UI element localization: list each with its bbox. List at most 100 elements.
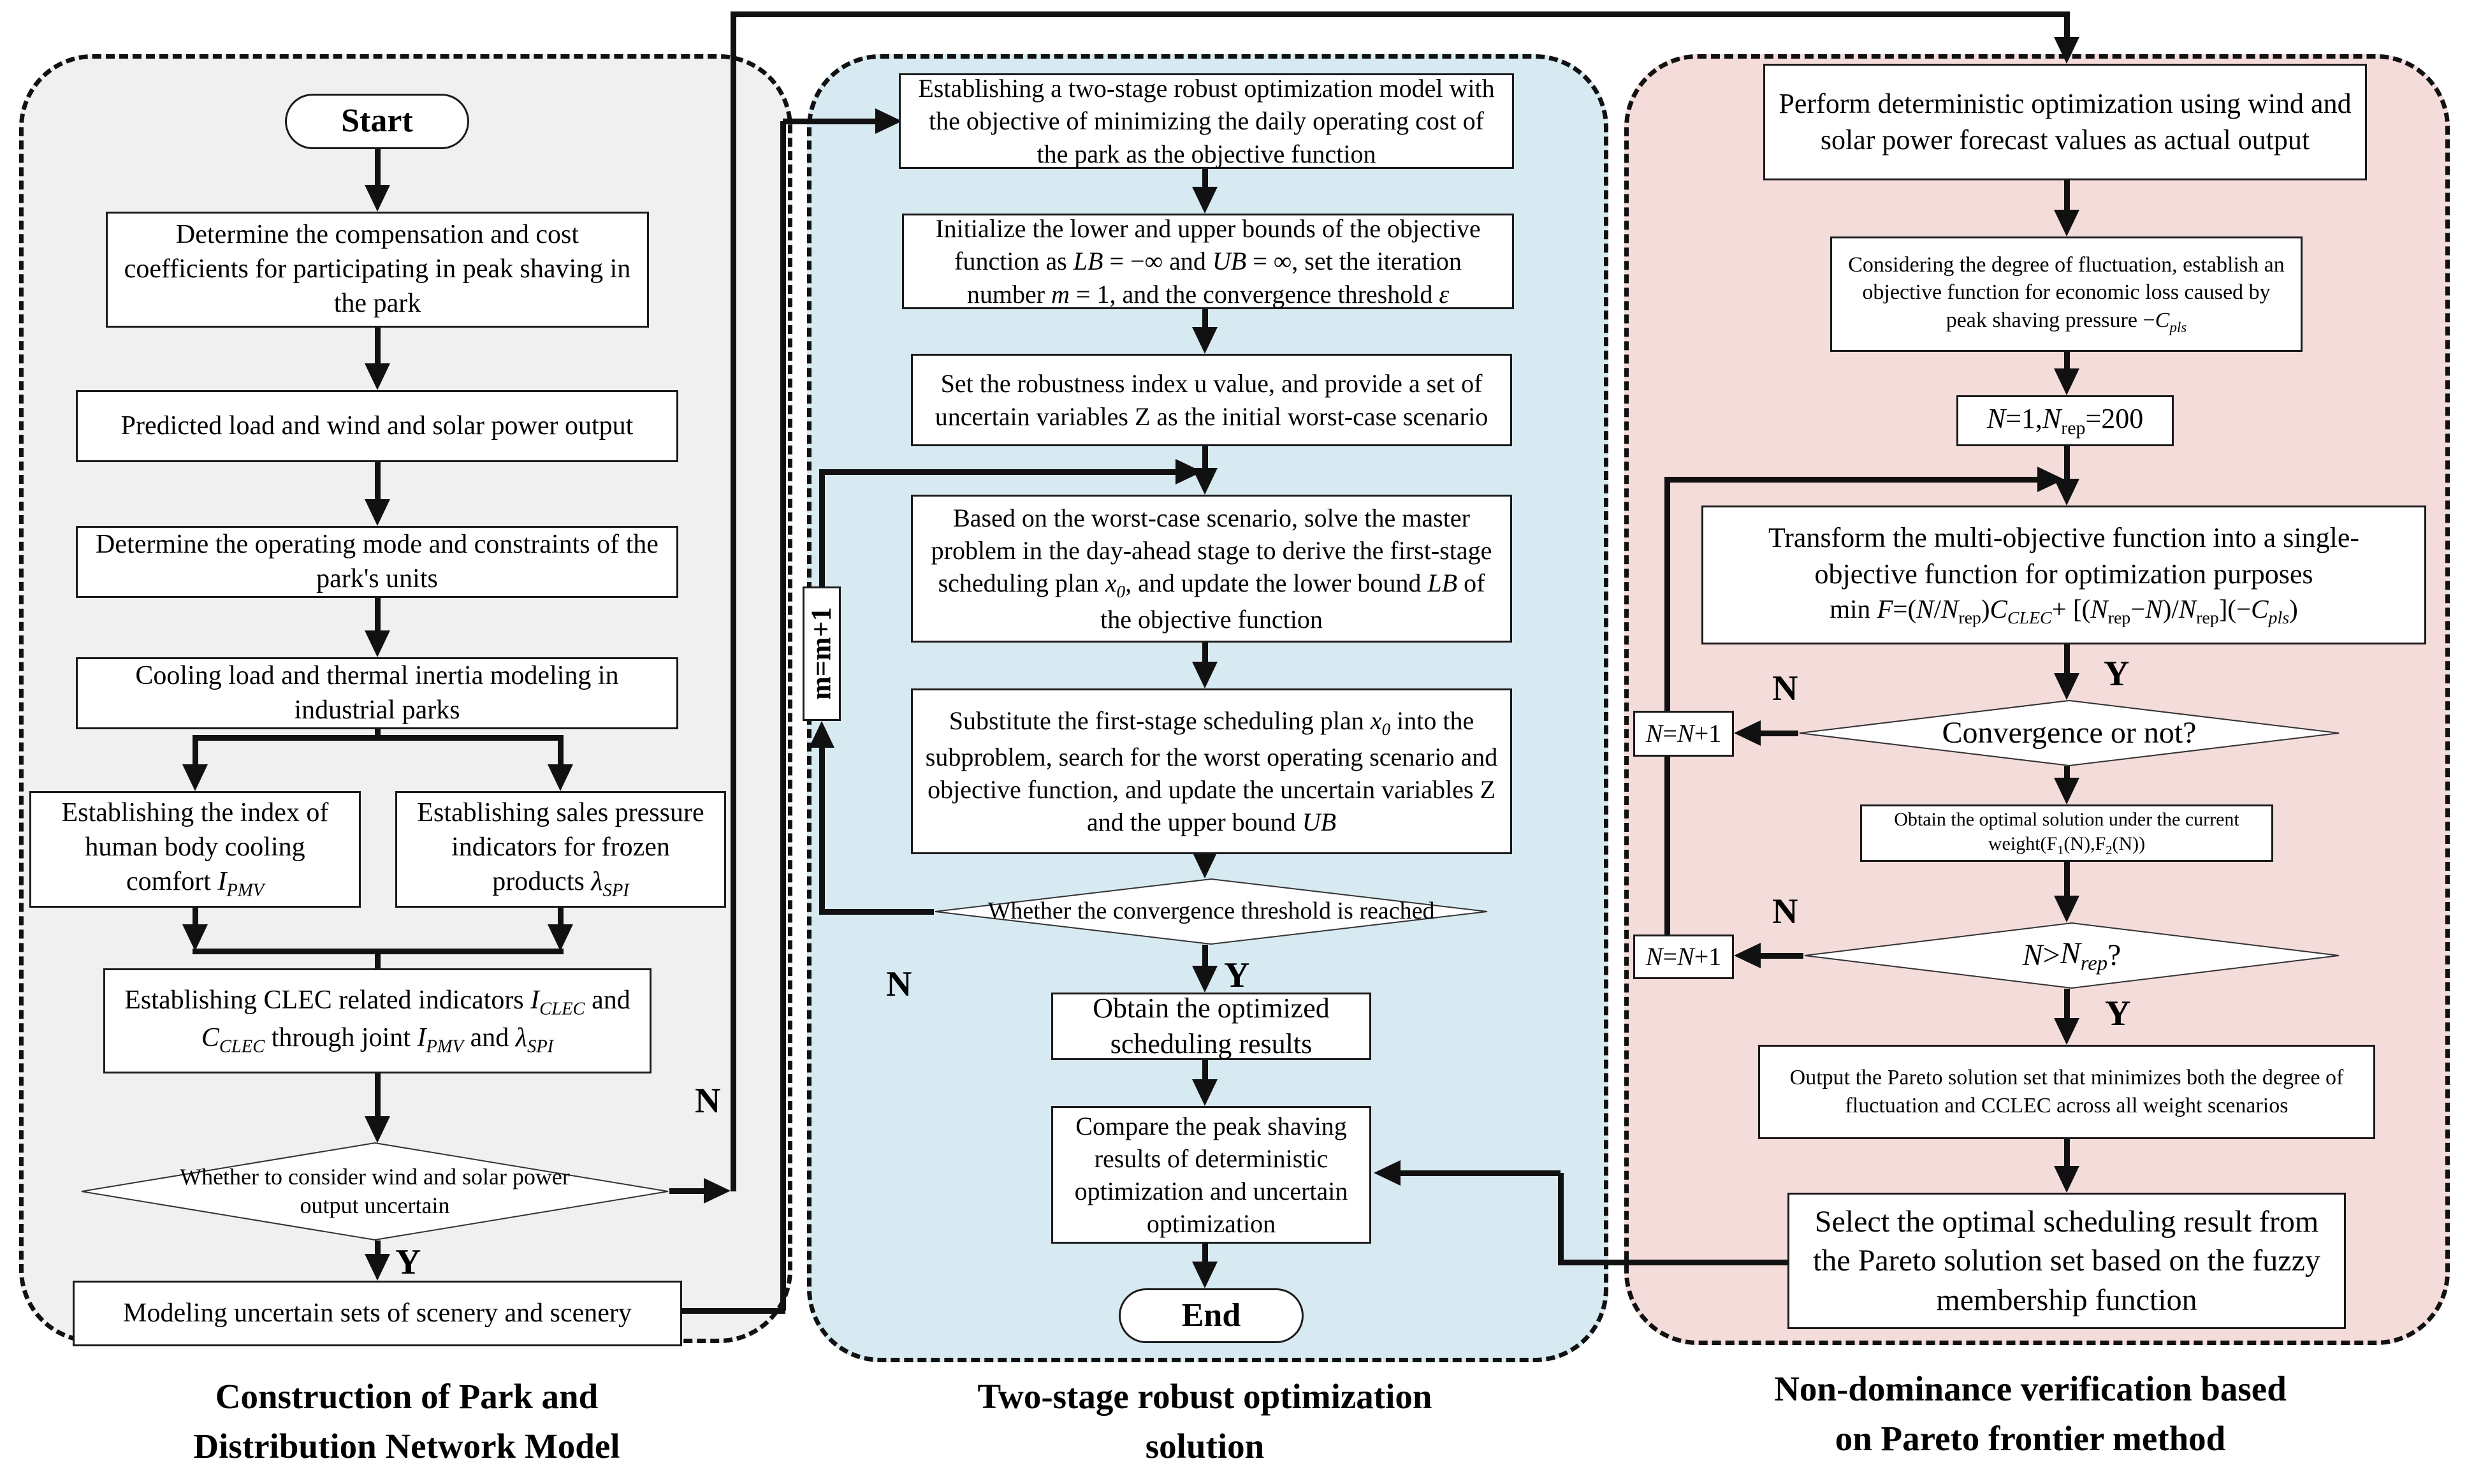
increment-n-box-2: N=N+1 [1633, 935, 1734, 979]
title-line: solution [1145, 1427, 1265, 1466]
flow-line [375, 149, 381, 187]
flow-line [193, 735, 198, 766]
flow-line [2064, 446, 2070, 481]
step-text: Establishing a two-stage robust optimiza… [918, 74, 1495, 168]
flow-line [375, 598, 381, 633]
loop-counter-label: m=m+1 [805, 607, 837, 701]
step-pmv-index: Establishing the index of human body coo… [29, 791, 361, 908]
flow-line [2064, 11, 2070, 40]
arrowhead-down [548, 764, 573, 791]
flow-line [1202, 446, 1208, 469]
arrowhead-down [365, 1254, 390, 1281]
step-robust-model: Establishing a two-stage robust optimiza… [899, 73, 1514, 169]
step-optimized-results: Obtain the optimized scheduling results [1051, 993, 1371, 1060]
branch-yes-label: Y [1224, 956, 1250, 995]
title-line: Non-dominance verification based [1774, 1369, 2287, 1408]
step-text-line: Transform the multi-objective function i… [1768, 522, 2360, 554]
flow-line [1202, 169, 1208, 187]
step-text: Modeling uncertain sets of scenery and s… [123, 1298, 632, 1328]
flow-line [731, 11, 2070, 17]
arrowhead-down [1192, 187, 1218, 214]
arrowhead-down [1192, 966, 1218, 993]
arrowhead-right [704, 1178, 731, 1204]
flow-line [2064, 1139, 2070, 1167]
arrowhead-down [2054, 210, 2079, 236]
increment-label: N=N+1 [1645, 719, 1722, 748]
increment-n-box-1: N=N+1 [1633, 711, 1734, 757]
step-text: Cooling load and thermal inertia modelin… [135, 660, 619, 725]
flow-line [1664, 757, 1670, 935]
flow-line [375, 328, 381, 365]
step-deterministic-optimization: Perform deterministic optimization using… [1763, 64, 2367, 180]
decision-consider-uncertainty: Whether to consider wind and solar power… [80, 1142, 669, 1240]
step-predicted-load: Predicted load and wind and solar power … [76, 390, 678, 462]
flow-line [558, 908, 564, 926]
decision-text: Whether to consider wind and solar power… [180, 1164, 570, 1218]
flow-line [1202, 1060, 1208, 1080]
arrowhead-down [365, 499, 390, 526]
step-text: Perform deterministic optimization using… [1779, 88, 2352, 156]
flow-line [375, 462, 381, 500]
step-text: Set the robustness index u value, and pr… [935, 369, 1488, 431]
step-output-pareto-set: Output the Pareto solution set that mini… [1758, 1045, 2375, 1139]
flow-line [1664, 479, 1670, 711]
step-single-objective: Transform the multi-objective function i… [1701, 506, 2426, 644]
flow-line [1558, 1173, 1564, 1265]
flow-line [375, 949, 381, 968]
flow-line [193, 908, 198, 926]
branch-no-label: N [695, 1081, 721, 1121]
start-label: Start [341, 103, 413, 140]
arrowhead-down [2054, 1166, 2079, 1193]
step-text: Determine the compensation and cost coef… [124, 220, 631, 318]
flow-line [783, 119, 875, 124]
flow-line [1401, 1170, 1561, 1176]
flow-line [2064, 644, 2070, 674]
decision-convergence-threshold: Whether the convergence threshold is rea… [934, 878, 1488, 945]
panel-title-left: Construction of Park and Distribution Ne… [88, 1372, 725, 1471]
arrowhead-down [1192, 662, 1218, 688]
step-uncertain-sets: Modeling uncertain sets of scenery and s… [73, 1281, 682, 1346]
arrowhead-down [1192, 327, 1218, 354]
step-cooling-load-modeling: Cooling load and thermal inertia modelin… [76, 657, 678, 729]
flow-line [2064, 352, 2070, 370]
arrowhead-down [365, 185, 390, 212]
end-label: End [1181, 1297, 1241, 1334]
arrowhead-right [2037, 467, 2064, 492]
arrowhead-down [2054, 1018, 2079, 1045]
step-master-problem: Based on the worst-case scenario, solve … [911, 495, 1512, 643]
flow-line [780, 121, 786, 1311]
decision-n-greater-nrep: N>Nrep? [1803, 922, 2340, 989]
decision-text: N>Nrep? [2022, 936, 2121, 975]
arrowhead-down [365, 1116, 390, 1143]
arrowhead-left [1374, 1160, 1401, 1186]
step-text: Select the optimal scheduling result fro… [1813, 1204, 2320, 1317]
arrowhead-down [182, 764, 208, 791]
step-text: Obtain the optimized scheduling results [1093, 992, 1330, 1059]
step-text: Determine the operating mode and constra… [96, 529, 659, 593]
end-terminator: End [1119, 1288, 1304, 1343]
flow-line [2064, 862, 2070, 897]
flow-line [819, 472, 825, 586]
title-line: Construction of Park and [215, 1377, 599, 1416]
flow-line [2064, 180, 2070, 211]
flow-line [1761, 953, 1803, 959]
step-robustness-index: Set the robustness index u value, and pr… [911, 354, 1512, 446]
step-text: Output the Pareto solution set that mini… [1789, 1066, 2344, 1117]
decision-convergence-or-not: Convergence or not? [1798, 700, 2340, 766]
arrowhead-down [1192, 852, 1218, 878]
flow-line [1202, 1244, 1208, 1263]
step-compare-results: Compare the peak shaving results of dete… [1051, 1106, 1371, 1244]
step-formula: min F=(N/Nrep)CCLEC+ [(Nrep−N)/Nrep](−Cp… [1830, 593, 2298, 629]
step-text: N=1,Nrep=200 [1986, 402, 2144, 439]
diamond-shape [81, 1142, 669, 1240]
step-text: Based on the worst-case scenario, solve … [931, 503, 1492, 634]
title-line: Two-stage robust optimization [977, 1377, 1432, 1416]
arrowhead-right [1175, 459, 1202, 484]
arrowhead-down [2054, 896, 2079, 922]
step-subproblem: Substitute the first-stage scheduling pl… [911, 688, 1512, 854]
step-initialize-bounds: Initialize the lower and upper bounds of… [902, 214, 1514, 309]
flow-line [193, 735, 564, 741]
decision-text: Convergence or not? [1942, 716, 2197, 750]
arrowhead-down [1192, 1262, 1218, 1288]
